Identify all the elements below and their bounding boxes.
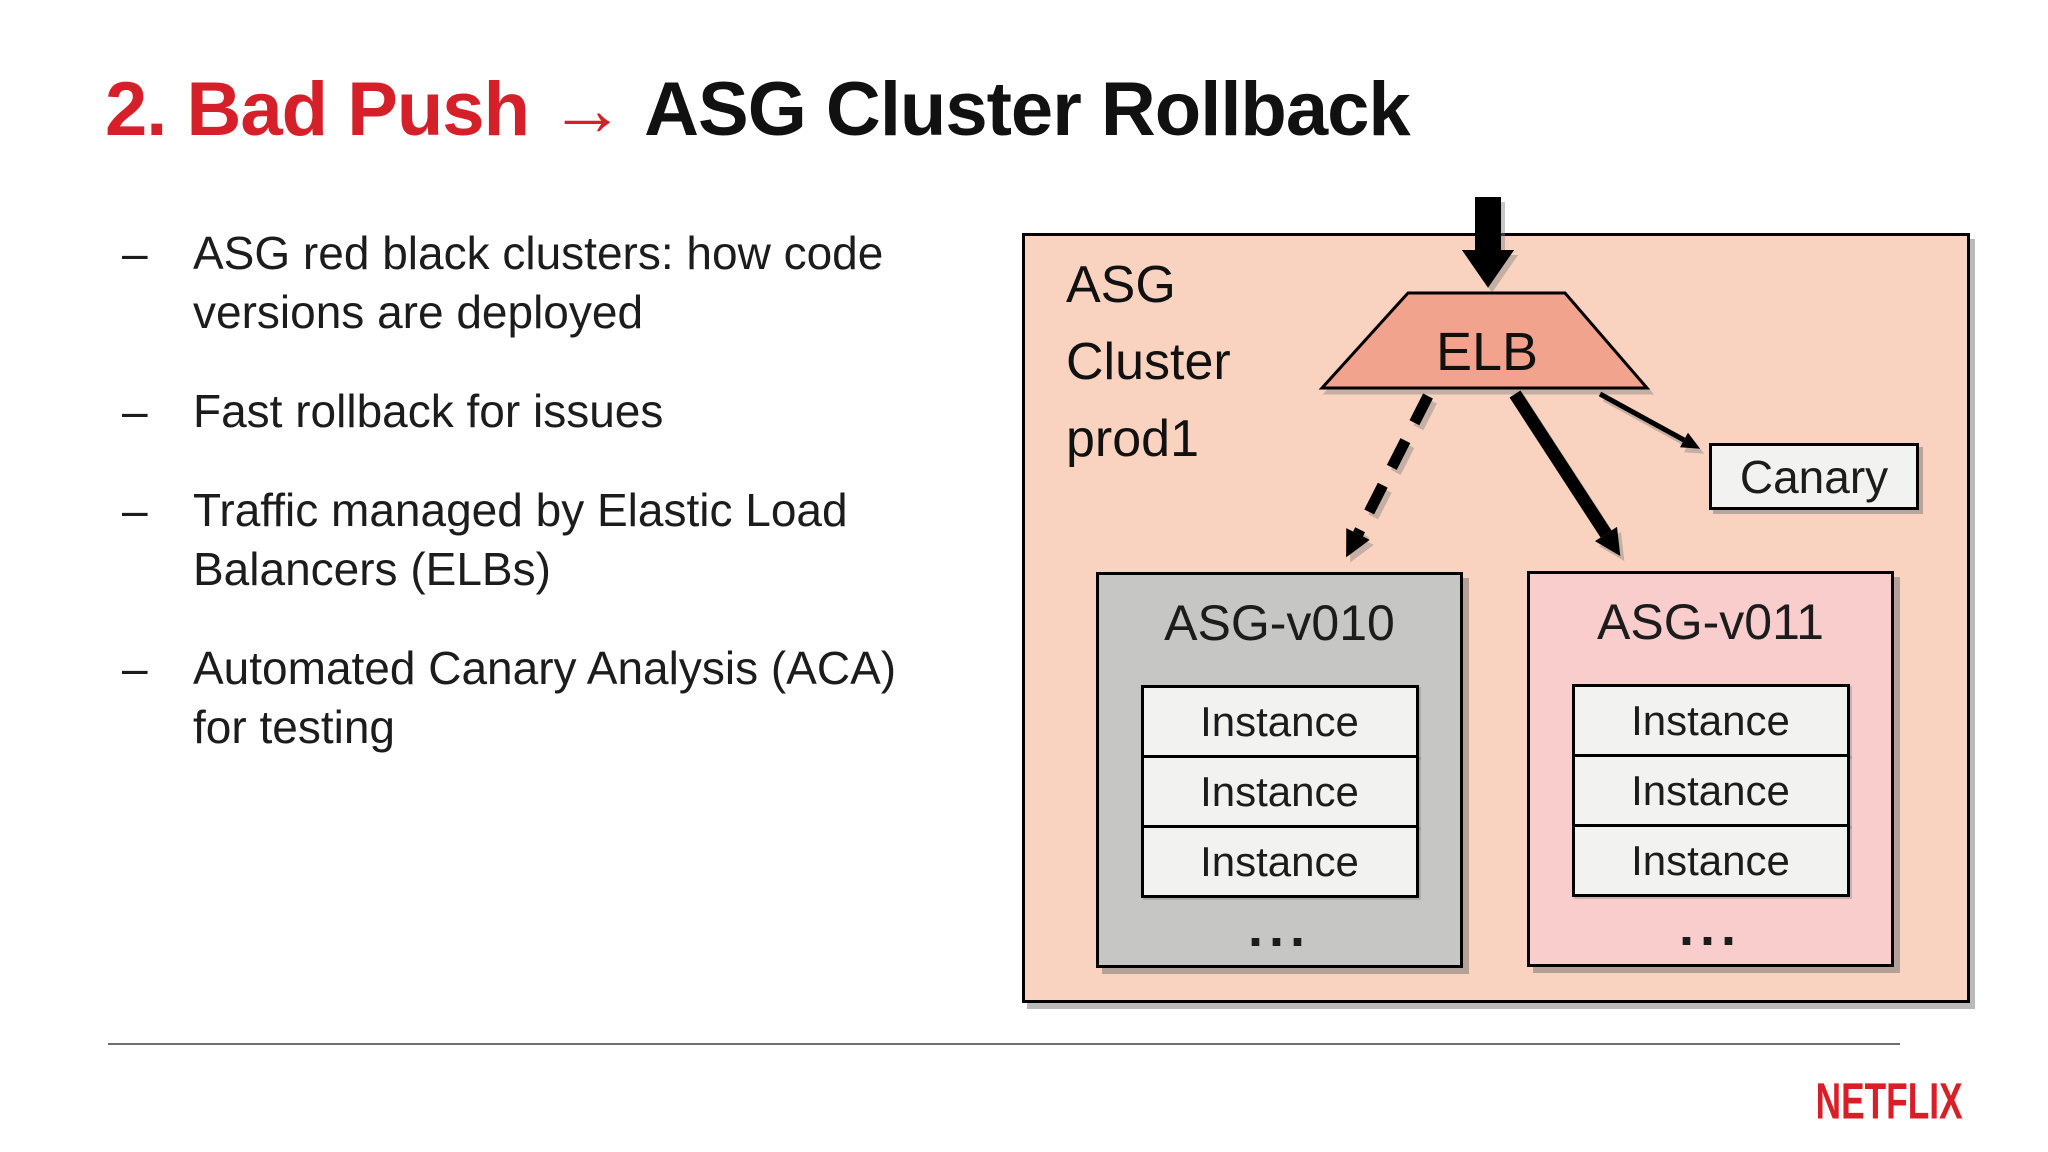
footer-divider bbox=[108, 1043, 1900, 1045]
bullet-item: – Automated Canary Analysis (ACA) for te… bbox=[122, 639, 896, 757]
bullet-line: versions are deployed bbox=[193, 286, 644, 338]
bullet-item: – Traffic managed by Elastic Load Balanc… bbox=[122, 481, 896, 599]
more-instances-ellipsis: ... bbox=[1678, 897, 1742, 957]
netflix-logo: NETFLIX bbox=[1815, 1072, 1963, 1130]
bullet-line: Traffic managed by Elastic Load bbox=[193, 484, 848, 536]
bullet-list: – ASG red black clusters: how code versi… bbox=[122, 224, 896, 797]
elb-label: ELB bbox=[1435, 322, 1539, 382]
asg-v011-title: ASG-v011 bbox=[1597, 594, 1824, 650]
asg-v010-title: ASG-v010 bbox=[1164, 595, 1395, 651]
bullet-line: for testing bbox=[193, 701, 395, 753]
title-rest: ASG Cluster Rollback bbox=[644, 67, 1411, 152]
bullet-line: Balancers (ELBs) bbox=[193, 543, 551, 595]
bullet-item: – ASG red black clusters: how code versi… bbox=[122, 224, 896, 342]
instance-row: Instance bbox=[1140, 685, 1419, 758]
bullet-item: – Fast rollback for issues bbox=[122, 382, 896, 441]
instance-row: Instance bbox=[1140, 825, 1419, 898]
instance-row: Instance bbox=[1571, 754, 1850, 827]
bullet-dash: – bbox=[122, 385, 148, 437]
instance-stack: Instance Instance Instance bbox=[1571, 684, 1850, 897]
cluster-label: ASG Cluster prod1 bbox=[1066, 256, 1231, 468]
title-highlight: 2. Bad Push → bbox=[105, 67, 625, 152]
instance-stack: Instance Instance Instance bbox=[1140, 685, 1419, 898]
asg-v011-box: ASG-v011 Instance Instance Instance ... bbox=[1527, 571, 1894, 967]
bullet-line: Automated Canary Analysis (ACA) bbox=[193, 642, 897, 694]
bullet-line: ASG red black clusters: how code bbox=[193, 227, 884, 279]
bullet-dash: – bbox=[122, 642, 148, 694]
instance-row: Instance bbox=[1140, 755, 1419, 828]
asg-v010-box: ASG-v010 Instance Instance Instance ... bbox=[1096, 572, 1463, 968]
bullet-line: Fast rollback for issues bbox=[193, 385, 664, 437]
more-instances-ellipsis: ... bbox=[1247, 898, 1311, 958]
canary-box: Canary bbox=[1709, 443, 1919, 510]
bullet-dash: – bbox=[122, 227, 148, 279]
instance-row: Instance bbox=[1571, 824, 1850, 897]
slide-title: 2. Bad Push →ASG Cluster Rollback bbox=[105, 66, 1411, 153]
canary-label: Canary bbox=[1739, 450, 1889, 503]
instance-row: Instance bbox=[1571, 684, 1850, 757]
bullet-dash: – bbox=[122, 484, 148, 536]
